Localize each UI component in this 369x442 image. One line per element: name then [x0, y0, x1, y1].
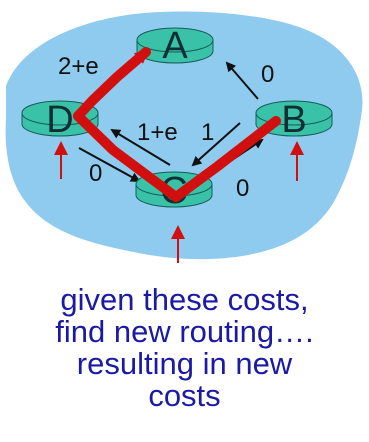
edge-b-to-c [191, 122, 241, 167]
caption-line-1: given these costs, [60, 282, 309, 317]
edge-label-d-c: 0 [89, 160, 102, 187]
new-routing-path [73, 47, 281, 202]
edge-d-to-c [78, 147, 141, 182]
edge-label-c-b: 0 [236, 175, 249, 202]
route-d-to-c [73, 111, 181, 202]
edge-cost-labels: 2+e 0 1+e 1 0 0 [58, 53, 274, 202]
network-cloud [5, 11, 363, 260]
node-a-label: A [162, 25, 188, 67]
update-indicator-arrows [54, 141, 304, 263]
caption: given these costs, find new routing…. re… [0, 284, 369, 412]
edge-c-to-d [110, 128, 171, 166]
node-a: A [136, 25, 214, 67]
edge-b-to-a [225, 61, 259, 100]
caption-line-4: costs [148, 378, 221, 413]
caption-line-3: resulting in new [76, 346, 293, 381]
edge-label-c-d: 1+e [137, 119, 178, 146]
route-c-to-b [171, 116, 281, 202]
edge-label-b-c: 1 [201, 119, 214, 146]
edge-label-b-a: 0 [261, 61, 274, 88]
edge-label-d-a: 2+e [58, 53, 99, 80]
node-b-label: B [281, 99, 306, 141]
node-d-label: D [46, 99, 73, 141]
route-d-to-a [73, 47, 151, 121]
caption-line-2: find new routing…. [55, 314, 314, 349]
